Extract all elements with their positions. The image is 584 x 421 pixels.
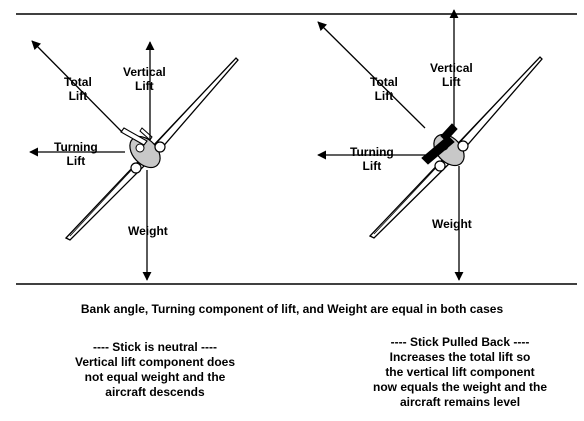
left-total-lift-arrow <box>31 40 123 133</box>
right-aircraft <box>368 56 543 239</box>
right-weight-label: Weight <box>432 217 472 231</box>
left-force-arrows <box>29 40 155 281</box>
left-aircraft <box>64 57 239 241</box>
left-weight-label: Weight <box>128 224 168 238</box>
left-caption: ---- Stick is neutral ---- Vertical lift… <box>74 340 236 399</box>
summary-text: Bank angle, Turning component of lift, a… <box>80 302 504 316</box>
right-force-arrows <box>317 9 464 281</box>
right-caption: ---- Stick Pulled Back ---- Increases th… <box>372 335 547 409</box>
right-total-lift-arrow <box>317 21 426 129</box>
